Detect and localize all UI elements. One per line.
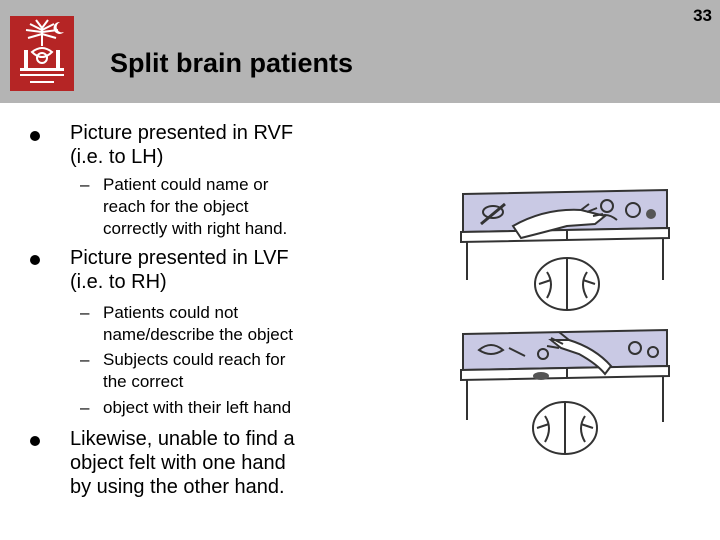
dash-marker: – (80, 175, 90, 194)
bullet-dot (30, 255, 40, 265)
dash-marker: – (80, 350, 90, 369)
bullet-item: Picture presented in RVF (i.e. to LH) (70, 121, 293, 169)
sub-line: name/describe the object (103, 325, 293, 344)
sub-line: the correct (103, 372, 184, 391)
bullet-line: Likewise, unable to find a (70, 428, 295, 450)
bullet-item: Likewise, unable to find a object felt w… (70, 427, 295, 499)
sub-line: Patients could not (103, 303, 239, 322)
bullet-dot (30, 131, 40, 141)
sub-line: Subjects could reach for (103, 350, 286, 369)
sub-item: Patients could not name/describe the obj… (103, 302, 293, 346)
slide-header: 33 Split brain patients (0, 0, 720, 103)
sub-item: Subjects could reach for the correct (103, 349, 285, 393)
bullet-line: by using the other hand. (70, 476, 285, 498)
slide-title: Split brain patients (110, 48, 354, 78)
slide-number: 33 (693, 6, 712, 25)
sub-item: object with their left hand (103, 397, 291, 419)
sub-item: Patient could name or reach for the obje… (103, 174, 287, 240)
bullet-line: Picture presented in LVF (70, 247, 289, 269)
split-brain-reaching-illustration-icon (460, 328, 670, 455)
sub-line: correctly with right hand. (103, 219, 288, 238)
bullet-line: Picture presented in RVF (70, 122, 294, 144)
bullet-dot (30, 436, 40, 446)
bottom-illustration (455, 318, 675, 463)
sub-line: reach for the object (103, 197, 249, 216)
split-brain-reaching-illustration-icon (460, 188, 670, 311)
bullet-item: Picture presented in LVF (i.e. to RH) (70, 246, 289, 294)
sub-line: Patient could name or (103, 175, 269, 194)
dash-marker: – (80, 303, 90, 322)
university-seal-logo (10, 16, 74, 91)
dash-marker: – (80, 398, 90, 417)
sub-line: object with their left hand (103, 398, 292, 417)
bullet-line: object felt with one hand (70, 452, 286, 474)
top-illustration (455, 180, 675, 320)
bullet-line: (i.e. to RH) (70, 271, 167, 293)
bullet-line: (i.e. to LH) (70, 146, 164, 168)
